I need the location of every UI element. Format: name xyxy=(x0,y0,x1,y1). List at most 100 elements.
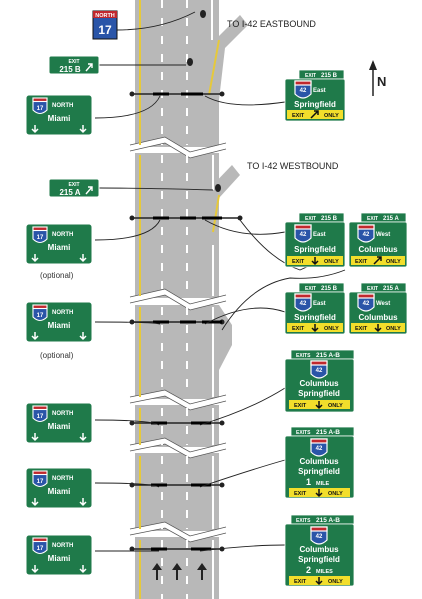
down-arrow-icon xyxy=(31,433,39,442)
distance-unit: MILE xyxy=(316,481,329,487)
plaque-only: ONLY xyxy=(324,113,339,119)
cardinal-direction: West xyxy=(376,232,390,238)
label-optional: (optional) xyxy=(40,351,74,360)
route-17-shield-icon xyxy=(32,304,48,322)
gantry-posts xyxy=(129,91,243,552)
route-number: 17 xyxy=(37,414,44,420)
destination: Miami xyxy=(48,422,71,431)
exits-word: EXITS xyxy=(296,430,311,436)
exit-number: 215 B xyxy=(59,65,81,74)
mainline-segment-5 xyxy=(135,453,219,531)
destination: Springfield xyxy=(294,245,336,254)
up-arrow-icon xyxy=(172,563,182,580)
destination: Springfield xyxy=(298,467,340,476)
vehicles xyxy=(187,10,221,192)
plaque-exit: EXIT xyxy=(292,259,305,265)
route-direction: NORTH xyxy=(52,543,73,549)
plaque-only: ONLY xyxy=(328,579,343,585)
down-arrow-icon xyxy=(79,433,87,442)
shield-number: 42 xyxy=(363,232,370,238)
route-number: 17 xyxy=(37,546,44,552)
route-marker-number: 17 xyxy=(98,23,112,37)
route-direction: NORTH xyxy=(52,476,73,482)
exit-number: 215 B xyxy=(321,73,338,79)
down-arrow-icon xyxy=(31,254,39,263)
cardinal-direction: East xyxy=(313,232,326,238)
road-break-edges xyxy=(129,136,227,543)
destination: Springfield xyxy=(298,389,340,398)
mainline-segment-1 xyxy=(135,0,219,147)
exit-word: EXIT xyxy=(68,59,79,65)
mainline-segment-4 xyxy=(135,405,219,447)
plaque-exit: EXIT xyxy=(294,403,307,409)
destination: Columbus xyxy=(299,545,339,554)
exit-word: EXIT xyxy=(305,216,316,222)
shield-number: 42 xyxy=(300,232,307,238)
plaque-exit: EXIT xyxy=(294,491,307,497)
up-right-arrow-icon xyxy=(373,256,382,265)
exit-word: EXIT xyxy=(367,216,378,222)
up-arrow-icon xyxy=(197,563,207,580)
car-icon xyxy=(187,58,193,66)
down-arrow-icon xyxy=(79,254,87,263)
route-17-shield-icon xyxy=(32,226,48,244)
cardinal-direction: East xyxy=(313,88,326,94)
mainline-segment-2 xyxy=(135,153,219,298)
exit-number: 215 A-B xyxy=(316,517,340,524)
down-arrow-icon xyxy=(79,125,87,134)
shield-number: 42 xyxy=(316,368,323,374)
down-arrow-icon xyxy=(31,498,39,507)
plaque-only: ONLY xyxy=(328,403,343,409)
destination: Columbus xyxy=(299,379,339,388)
down-arrow-icon xyxy=(79,332,87,341)
down-arrow-icon xyxy=(315,489,323,498)
down-arrow-icon xyxy=(315,577,323,586)
down-arrow-icon xyxy=(31,565,39,574)
route-number: 17 xyxy=(37,313,44,319)
exit-number: 215 A xyxy=(383,216,399,222)
exit-word: EXIT xyxy=(305,73,316,79)
sign-215ab-gantry: EXITS 215 A-B 42 Columbus Springfield EX… xyxy=(284,349,355,413)
distance-number: 2 xyxy=(306,565,311,575)
sign-215b-lower: EXIT 215 B 42 East Springfield EXIT ONLY xyxy=(284,282,346,335)
down-arrow-icon xyxy=(31,332,39,341)
down-arrow-icon xyxy=(31,125,39,134)
down-arrow-icon xyxy=(374,324,382,333)
down-arrow-icon xyxy=(79,498,87,507)
sign-215ab-2-miles: EXITS 215 A-B 42 Columbus Springfield 2 … xyxy=(284,514,355,587)
route-marker-direction: NORTH xyxy=(95,13,115,19)
destination: Miami xyxy=(48,554,71,563)
ramp-215b xyxy=(205,15,248,100)
label-to-eastbound: TO I-42 EASTBOUND xyxy=(227,19,316,29)
distance-number: 1 xyxy=(306,477,311,487)
shield-number: 42 xyxy=(300,301,307,307)
exit-number: 215 A-B xyxy=(316,429,340,436)
label-to-westbound: TO I-42 WESTBOUND xyxy=(247,161,339,171)
road-breaks xyxy=(127,136,229,543)
miami-north-sign: 17 NORTH Miami xyxy=(25,534,93,576)
roadway xyxy=(127,0,248,599)
destination: Springfield xyxy=(294,100,336,109)
distance-unit: MILES xyxy=(316,569,333,575)
plaque-exit: EXIT xyxy=(294,579,307,585)
cardinal-direction: West xyxy=(376,301,390,307)
exit-number: 215 A xyxy=(383,286,399,292)
compass-label: N xyxy=(377,74,386,89)
sign-215b-top: EXIT 215 B 42 East Springfield EXIT ONLY xyxy=(284,69,346,122)
exit-number: 215 B xyxy=(321,286,338,292)
label-optional: (optional) xyxy=(40,271,74,280)
down-arrow-icon xyxy=(315,401,323,410)
destination: Columbus xyxy=(299,457,339,466)
plaque-only: ONLY xyxy=(324,326,339,332)
yellow-edge-lines xyxy=(139,0,220,599)
route-17-shield-icon xyxy=(32,97,48,115)
exit-word: EXIT xyxy=(305,286,316,292)
plaque-exit: EXIT xyxy=(292,326,305,332)
destination: Miami xyxy=(48,114,71,123)
exit-word: EXIT xyxy=(68,182,79,188)
